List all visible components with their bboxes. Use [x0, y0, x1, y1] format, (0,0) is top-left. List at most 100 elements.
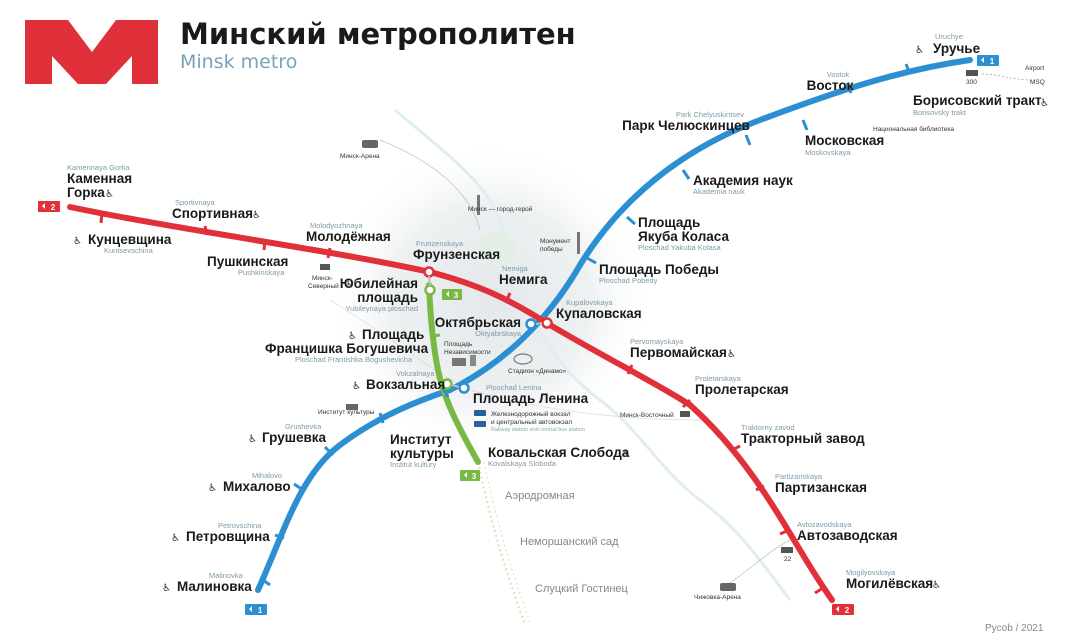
label-pobedy-en: Ploschad Pobedy	[599, 276, 658, 285]
label-institut-2[interactable]: культуры	[390, 446, 454, 461]
label-frunzenskaya[interactable]: Фрунзенская	[413, 247, 500, 262]
label-yubileynaya-2[interactable]: площадь	[357, 290, 418, 305]
label-kuntsevschina[interactable]: Кунцевщина	[88, 232, 172, 247]
svg-text:1: 1	[990, 57, 995, 66]
label-yubileynaya-1[interactable]: Юбилейная	[340, 276, 418, 291]
label-bogushevicha-2[interactable]: Францишка Богушевича	[265, 341, 429, 356]
label-borisovsky[interactable]: Борисовский тракт	[913, 93, 1042, 108]
accessible-icon: ♿	[727, 349, 736, 360]
label-moskovskaya[interactable]: Московская	[805, 133, 884, 148]
label-oktyabrskaya[interactable]: Октябрьская	[435, 315, 521, 330]
label-nemiga[interactable]: Немига	[499, 272, 548, 287]
metro-logo	[25, 20, 158, 84]
transfer-frunzenskaya[interactable]	[423, 266, 435, 278]
label-proletarskaya[interactable]: Пролетарская	[695, 382, 789, 397]
accessible-icon: ♿	[105, 189, 114, 200]
minsk-severny-landmark: Минск- Северный	[308, 264, 339, 290]
label-avtozavodskaya-en: Avtozavodskaya	[797, 520, 852, 529]
label-akademia[interactable]: Академия наук	[693, 173, 793, 188]
railway-station-landmark: Железнодорожный вокзал и центральный авт…	[474, 410, 585, 433]
svg-text:2: 2	[845, 606, 850, 615]
svg-text:Минск-Восточный: Минск-Восточный	[620, 411, 674, 419]
minsk-vostochny-landmark: Минск-Восточный	[620, 411, 690, 419]
transfer-ploschad-lenina[interactable]	[458, 382, 470, 394]
label-petrovschina[interactable]: Петровщина	[186, 529, 270, 544]
minsk-arena-landmark: Минск-Арена	[340, 140, 380, 160]
svg-text:1: 1	[258, 606, 263, 615]
svg-text:Чижовка-Арена: Чижовка-Арена	[694, 594, 741, 601]
svg-text:Минск-: Минск-	[312, 275, 333, 282]
airport-transfer-landmark: 300 Airport MSQ	[966, 65, 1045, 86]
line-2-badge-west: 2	[38, 201, 60, 212]
national-library-landmark: Национальная библиотека	[873, 125, 954, 133]
accessible-icon: ♿	[162, 583, 171, 594]
label-vostok[interactable]: Восток	[807, 78, 854, 93]
future-station-aerodromnaya: Аэродромная	[505, 490, 575, 502]
label-mihalovo-en: Mihalovo	[252, 471, 282, 480]
future-station-slutsky: Слуцкий Гостинец	[535, 583, 629, 595]
label-uruchye[interactable]: Уручье	[933, 41, 981, 56]
page-subtitle: Minsk metro	[180, 51, 297, 73]
chizhovka-arena-landmark: Чижовка-Арена 22	[694, 547, 793, 601]
label-grushevka[interactable]: Грушевка	[262, 430, 327, 445]
label-mogilevskaya[interactable]: Могилёвская	[846, 576, 933, 591]
label-kamennaya-2[interactable]: Горка	[67, 185, 105, 200]
label-lenina[interactable]: Площадь Ленина	[473, 391, 589, 406]
label-mihalovo[interactable]: Михалово	[223, 479, 291, 494]
svg-text:Независимости: Независимости	[444, 349, 491, 356]
line-3-badge-north: 3	[442, 289, 462, 300]
label-pobedy[interactable]: Площадь Победы	[599, 262, 719, 277]
label-bogushevicha-1[interactable]: Площадь	[362, 327, 424, 342]
transfer-kupalovskaya[interactable]	[541, 317, 553, 329]
label-partizanskaya-en: Partizanskaya	[775, 472, 823, 481]
label-traktorny-en: Traktorny zavod	[741, 423, 795, 432]
railway-line	[379, 139, 481, 231]
label-partizanskaya[interactable]: Партизанская	[775, 480, 867, 495]
label-akademia-en: Akademia nauk	[693, 187, 745, 196]
accessible-icon: ♿	[248, 434, 257, 445]
label-mogilevskaya-en: Mogilyovskaya	[846, 568, 896, 577]
label-kovalskaya[interactable]: Ковальская Слобода	[488, 445, 630, 460]
label-pushkinskaya-en: Pushkinskaya	[238, 268, 285, 277]
label-grushevka-en: Grushevka	[285, 422, 322, 431]
transfer-oktyabrskaya[interactable]	[525, 318, 537, 330]
label-kolasa-1[interactable]: Площадь	[638, 215, 700, 230]
label-molodyozhnaya[interactable]: Молодёжная	[306, 229, 391, 244]
hero-city-landmark: Минск — город-герой	[468, 195, 533, 215]
label-malinovka[interactable]: Малиновка	[177, 579, 252, 594]
label-petrovschina-en: Petrovschina	[218, 521, 262, 530]
svg-text:2: 2	[51, 203, 56, 212]
label-kolasa-2[interactable]: Якуба Коласа	[638, 229, 729, 244]
transfer-connector	[451, 384, 460, 388]
line-3-badge-south: 3	[460, 470, 480, 481]
label-sportivnaya[interactable]: Спортивная	[172, 206, 253, 221]
label-traktorny[interactable]: Тракторный завод	[741, 431, 865, 446]
svg-text:Северный: Северный	[308, 282, 339, 290]
label-vostok-en: Vostok	[827, 70, 850, 79]
transfer-yubileynaya[interactable]	[424, 284, 436, 296]
label-lenina-en: Ploschad Lenina	[486, 383, 542, 392]
label-kamennaya-1[interactable]: Каменная	[67, 171, 132, 186]
label-vokzalnaya[interactable]: Вокзальная	[366, 377, 445, 392]
svg-text:Площадь: Площадь	[444, 341, 473, 348]
svg-text:Стадион «Динамо»: Стадион «Динамо»	[508, 368, 567, 375]
line-3-track	[426, 282, 481, 465]
svg-text:победы: победы	[540, 245, 563, 253]
line-2-station-ticks	[99, 212, 824, 595]
label-chelyuskintsev[interactable]: Парк Челюскинцев	[622, 118, 750, 133]
label-bogushevicha-en: Ploschad Frantishka Bogushevicha	[295, 355, 413, 364]
label-pervomayskaya[interactable]: Первомайская	[630, 345, 727, 360]
label-institut-en: Institut kultury	[390, 460, 437, 469]
line-3-future	[477, 461, 526, 626]
label-pushkinskaya[interactable]: Пушкинская	[207, 254, 288, 269]
label-avtozavodskaya[interactable]: Автозаводская	[797, 528, 898, 543]
label-kupalovskaya-en: Kupalovskaya	[566, 298, 614, 307]
transfer-vokzalnaya[interactable]	[441, 378, 453, 390]
label-kupalovskaya[interactable]: Купаловская	[556, 306, 642, 321]
svg-text:3: 3	[454, 291, 459, 300]
label-institut-1[interactable]: Институт	[390, 432, 452, 447]
line-1-track	[255, 57, 973, 593]
future-station-nemorshansky: Неморшанский сад	[520, 536, 619, 548]
svg-text:Монумент: Монумент	[540, 238, 571, 245]
label-frunzenskaya-en: Frunzenskaya	[416, 239, 464, 248]
